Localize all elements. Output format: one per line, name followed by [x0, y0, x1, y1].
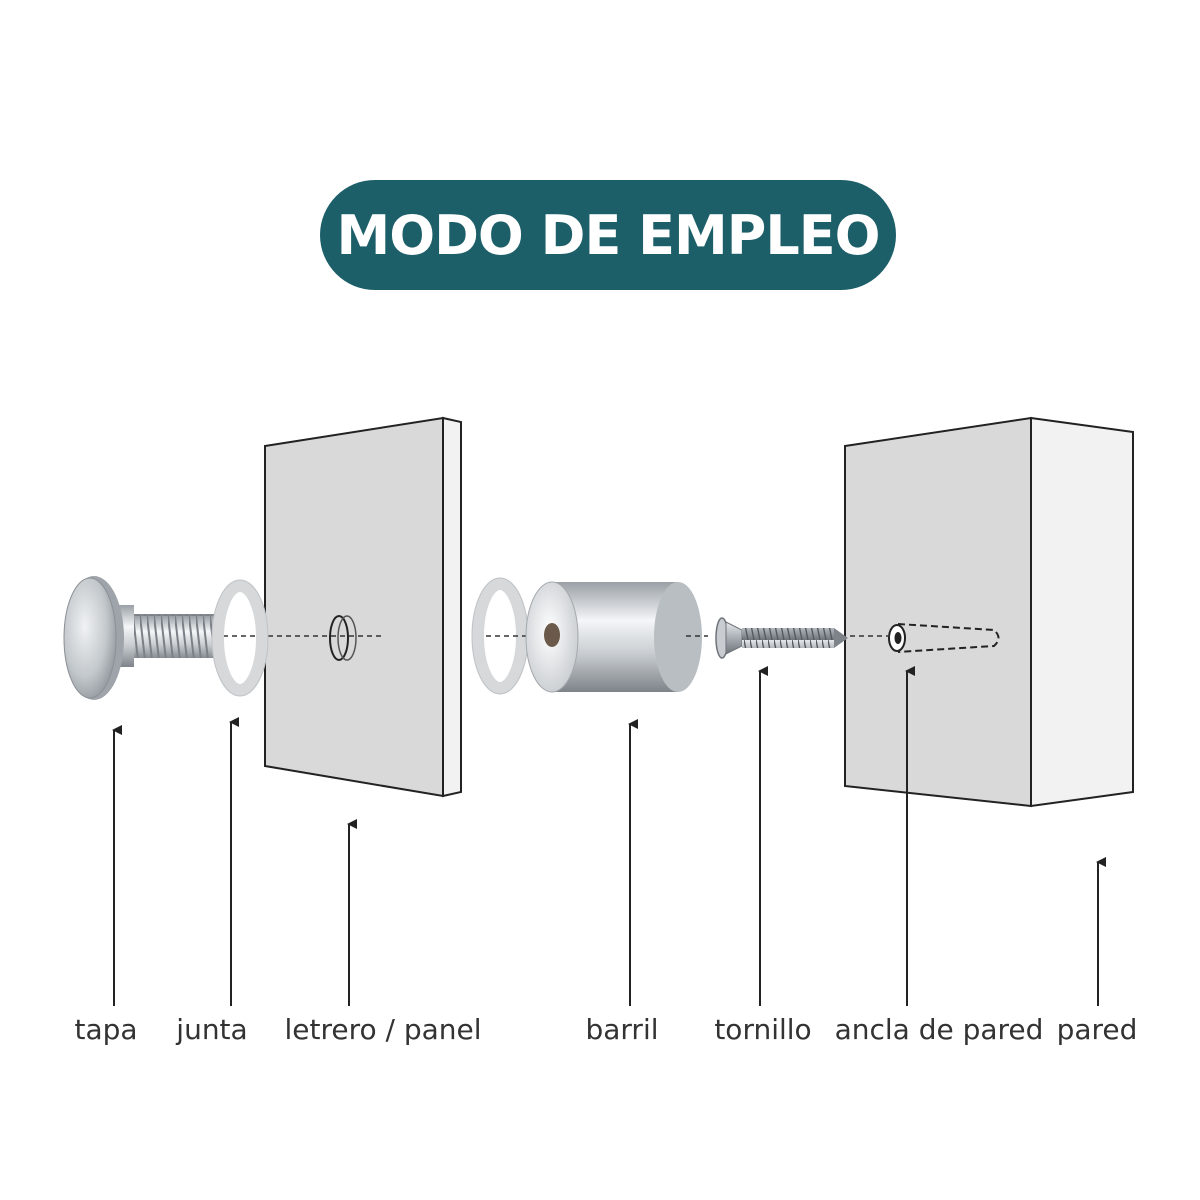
- panel-hole: [329, 615, 349, 661]
- washer-2: [471, 577, 530, 695]
- label-letrero-panel: letrero / panel: [284, 1013, 482, 1046]
- label-ancla-de-pared: ancla de pared: [834, 1013, 1044, 1046]
- label-tapa: tapa: [74, 1013, 138, 1046]
- cap-head: [63, 577, 117, 699]
- wall: [844, 416, 1134, 808]
- barrel-part: [525, 581, 708, 693]
- wall-anchor: [897, 623, 1000, 653]
- panel-edge: [442, 416, 462, 798]
- panel-face: [264, 416, 444, 798]
- pointer-arrows: [112, 666, 1106, 1006]
- title-pill: MODO DE EMPLEO: [320, 180, 896, 290]
- washer-1: [211, 579, 269, 697]
- label-barril: barril: [585, 1013, 659, 1046]
- cap-part: [63, 576, 214, 700]
- page-title: MODO DE EMPLEO: [336, 203, 880, 267]
- label-tornillo: tornillo: [714, 1013, 812, 1046]
- wall-side: [1030, 416, 1134, 808]
- label-junta: junta: [176, 1013, 248, 1046]
- wall-face: [844, 416, 1032, 808]
- label-pared: pared: [1056, 1013, 1138, 1046]
- screw-part: [715, 617, 890, 659]
